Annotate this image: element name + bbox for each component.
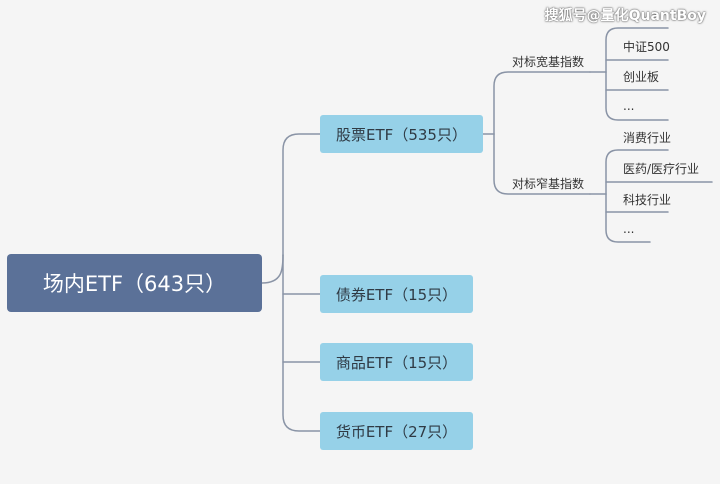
bracket-lower bbox=[282, 254, 321, 432]
equity-bracket-lower bbox=[493, 133, 591, 195]
broad-bracket-bottom bbox=[605, 71, 669, 121]
leaf-healthcare: 医药/医疗行业 bbox=[623, 161, 700, 176]
root-connector bbox=[261, 254, 284, 284]
leaf-csi500: 中证500 bbox=[623, 39, 670, 54]
branch-commodity: 商品ETF（15只） bbox=[320, 343, 473, 381]
leaf-chinext: 创业板 bbox=[623, 69, 660, 84]
leaf-broad-more: ... bbox=[623, 99, 635, 113]
leaf-technology: 科技行业 bbox=[623, 192, 672, 207]
branch-bond: 债券ETF（15只） bbox=[320, 275, 473, 313]
sub-narrow-index: 对标窄基指数 bbox=[512, 176, 585, 191]
narrow-bracket-top bbox=[605, 149, 669, 195]
narrow-bracket-bottom bbox=[605, 193, 651, 243]
leaf-consumer: 消费行业 bbox=[623, 130, 672, 145]
broad-bracket-top bbox=[605, 27, 669, 73]
root-node: 场内ETF（643只） bbox=[7, 254, 262, 312]
leaf-narrow-more: ... bbox=[623, 222, 635, 236]
branch-equity: 股票ETF（535只） bbox=[320, 115, 483, 153]
sub-broad-index: 对标宽基指数 bbox=[512, 54, 585, 69]
equity-bracket-upper bbox=[493, 71, 591, 135]
branch-currency: 货币ETF（27只） bbox=[320, 412, 473, 450]
watermark: 搜狐号@量化QuantBoy bbox=[544, 8, 706, 24]
bracket-upper bbox=[282, 133, 321, 256]
